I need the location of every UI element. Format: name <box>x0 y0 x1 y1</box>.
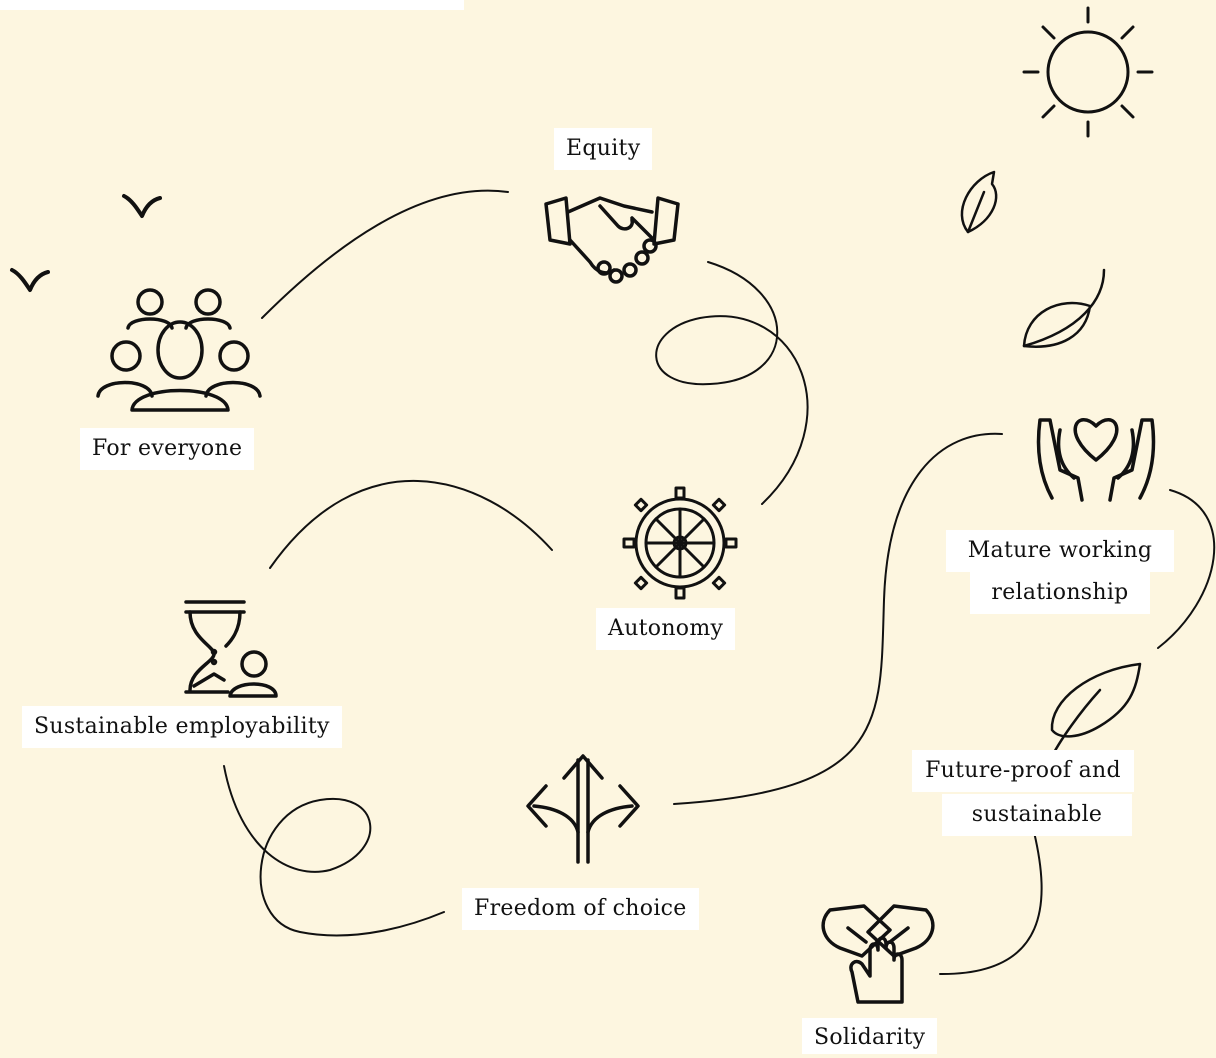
leaf-icon <box>960 170 998 234</box>
connector-mature-future <box>1157 489 1216 649</box>
connector-lines <box>223 189 1216 976</box>
hourglass-person-icon <box>184 600 278 698</box>
sun-icon <box>1022 6 1154 138</box>
label-for-everyone: For everyone <box>80 428 255 470</box>
connector-future-solidarity <box>939 831 1043 976</box>
label-freedom-of-choice: Freedom of choice <box>462 888 699 930</box>
label-autonomy: Autonomy <box>596 608 736 650</box>
label-solidarity: Solidarity <box>802 1018 938 1054</box>
top-left-white-strip <box>0 0 464 10</box>
people-group-icon <box>96 288 262 412</box>
connector-everyone-equity <box>261 189 509 319</box>
bird-icon <box>122 194 162 218</box>
branching-arrows-icon <box>526 754 640 864</box>
connector-sustainable-freedom-loop <box>223 765 445 937</box>
leaf-icon <box>1048 662 1142 762</box>
label-future-proof-line1: Future-proof and <box>912 750 1134 792</box>
label-equity: Equity <box>554 128 653 170</box>
ship-wheel-icon <box>622 486 738 600</box>
bird-icon <box>10 268 50 292</box>
leaf-icon <box>1022 268 1106 348</box>
hands-heart-icon <box>1036 418 1156 502</box>
joined-hands-icon <box>821 904 935 1004</box>
connector-equity-autonomy-loop <box>655 261 809 505</box>
connector-autonomy-sustainable <box>269 480 553 569</box>
handshake-icon <box>544 196 680 284</box>
label-mature-working-line2: relationship <box>970 572 1150 614</box>
label-mature-working-line1: Mature working <box>946 530 1174 572</box>
label-future-proof-line2: sustainable <box>942 794 1132 836</box>
label-sustainable-employability: Sustainable employability <box>22 706 342 748</box>
connector-freedom-mature <box>673 432 1003 805</box>
